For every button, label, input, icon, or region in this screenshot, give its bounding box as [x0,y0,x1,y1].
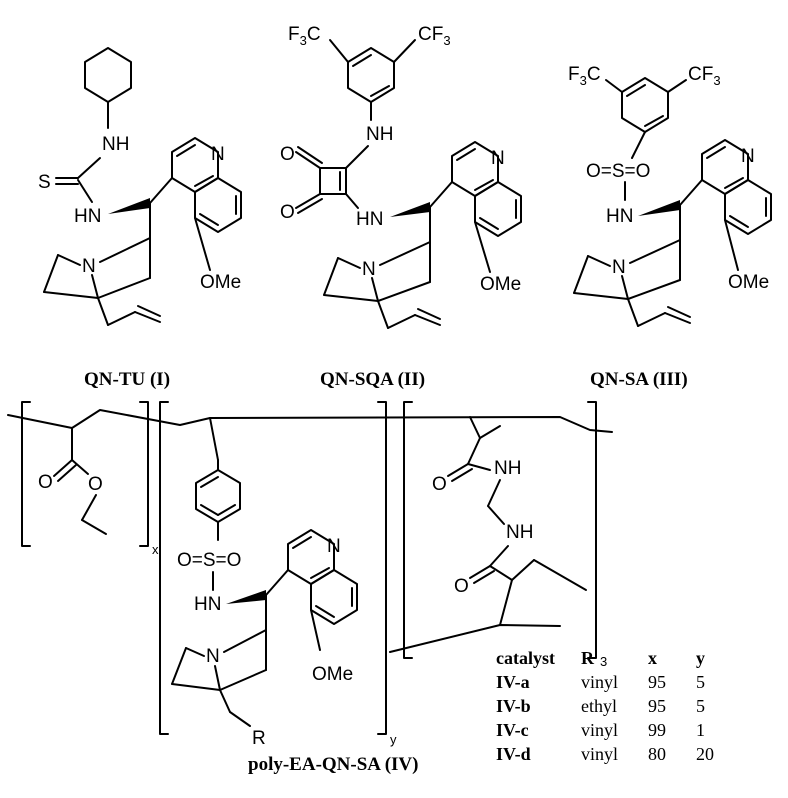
table-cell-x: 80 [648,744,666,764]
label-f3c-sqa: F3C [288,24,321,48]
structure-qn-sqa: F3C CF3 NH O O HN N OMe N [280,24,522,390]
structure-qn-tu: NH S HN N OMe N QN-TU (I) [38,47,242,390]
atom-ome-sa: OMe [728,272,769,293]
table-cell-r: ethyl [581,696,617,716]
bracket-x-right [139,401,149,547]
table-cell-r: vinyl [581,744,618,764]
atom-ome: OMe [200,272,241,293]
table-cell-catalyst: IV-b [496,696,531,716]
atom-n-quinoline: N [211,144,225,165]
atom-s: S [38,172,51,193]
table-cell-r: vinyl [581,720,618,740]
table-cell-y: 20 [696,744,714,764]
caption-poly: poly-EA-QN-SA (IV) [248,754,418,775]
table-header-x: x [648,648,657,668]
quinoline-ring-b [194,177,242,233]
atom-o-amide-1: O [432,474,447,495]
atom-nh-tu: NH [102,134,129,155]
bracket-x-left [21,401,31,547]
caption-qn-sqa: QN-SQA (II) [320,369,425,390]
label-cf3-sa: CF3 [688,64,721,88]
table-header-r: R [581,648,595,668]
atom-nh-amide-1: NH [494,458,521,479]
caption-qn-tu: QN-TU (I) [84,369,170,390]
atom-n-quinuclidine-poly: N [206,646,220,667]
atom-ome-poly: OMe [312,664,353,685]
atom-o-amide-2: O [454,576,469,597]
atom-n-quinuclidine-sa: N [612,257,626,278]
atom-o-ester-1: O [38,472,53,493]
label-cf3-sqa: CF3 [418,24,451,48]
atom-r: R [252,728,266,749]
atom-hn-poly: HN [194,594,221,615]
atom-oso-poly: O=S=O [177,550,241,571]
quinoline-ring-b-sa [724,179,772,235]
catalyst-table: catalyst R x y IV-a vinyl 95 5 IV-b ethy… [496,648,714,764]
caption-qn-sa: QN-SA (III) [590,369,688,390]
subscript-x: x [152,542,159,557]
bracket-3-right [587,401,597,659]
table-cell-y: 5 [696,672,705,692]
squaramide-ring [319,167,347,195]
atom-n-quinoline-sa: N [741,146,755,167]
table-cell-catalyst: IV-c [496,720,529,740]
atom-n-quinuclidine: N [82,256,96,277]
polymer-backbone [7,409,613,433]
structure-poly: x O O y O=S=O HN N O [7,401,613,775]
quinoline-ring-b-poly [310,569,358,625]
bracket-y-left [159,401,169,735]
subscript-y: y [390,732,397,747]
quinoline-ring-b-sqa [474,181,522,237]
table-cell-x: 95 [648,672,666,692]
table-cell-catalyst: IV-d [496,744,531,764]
bracket-3-left [403,401,413,659]
atom-hn-tu: HN [74,206,101,227]
table-cell-r: vinyl [581,672,618,692]
label-f3c-sa: F3C [568,64,601,88]
atom-hn-sqa: HN [356,209,383,230]
structure-qn-sa: F3C CF3 O=S=O HN N OMe N QN-SA ( [568,64,772,390]
table-cell-catalyst: IV-a [496,672,530,692]
atom-ome-sqa: OMe [480,274,521,295]
atom-o-ester-2: O [88,474,103,495]
atom-oso-sa: O=S=O [586,161,650,182]
cyclohexyl-ring [84,47,132,103]
table-cell-x: 95 [648,696,666,716]
atom-o-sqa-1: O [280,144,295,165]
table-header-y: y [696,648,705,668]
atom-o-sqa-2: O [280,202,295,223]
atom-n-quinoline-poly: N [327,536,341,557]
crosslink-backbone [389,624,561,653]
subscript-three: 3 [600,654,607,669]
table-header-catalyst: catalyst [496,648,555,668]
table-cell-y: 1 [696,720,705,740]
atom-n-quinuclidine-sqa: N [362,259,376,280]
atom-n-quinoline-sqa: N [491,148,505,169]
bracket-y-right [377,401,387,735]
atom-nh-sqa: NH [366,124,393,145]
atom-nh-amide-2: NH [506,522,533,543]
table-cell-y: 5 [696,696,705,716]
atom-hn-sa: HN [606,206,633,227]
table-cell-x: 99 [648,720,666,740]
